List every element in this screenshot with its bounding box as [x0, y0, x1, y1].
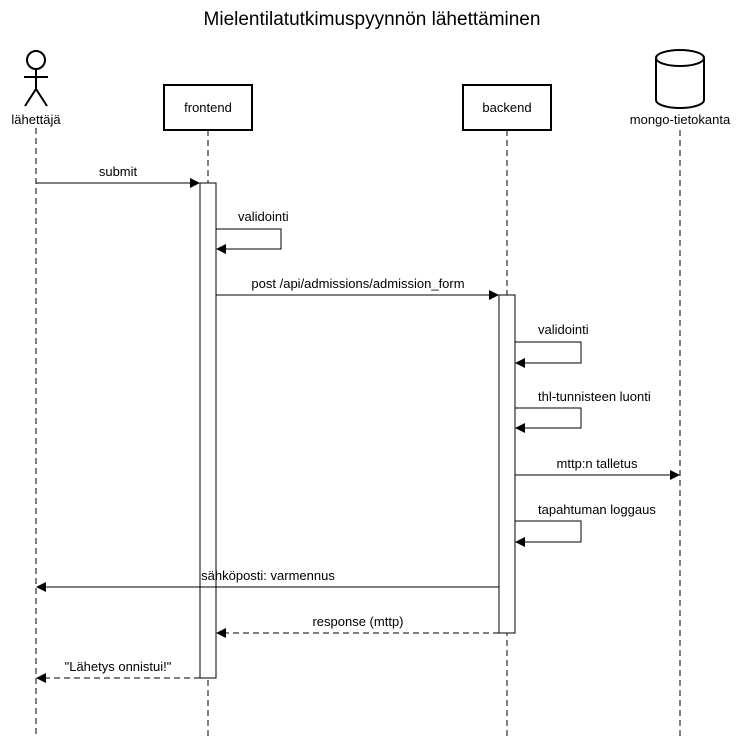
message-submit-label: submit [99, 164, 138, 179]
actor-icon [24, 50, 48, 107]
message-store-label: mttp:n talletus [557, 456, 638, 471]
database-icon [655, 49, 705, 109]
message-post-label: post /api/admissions/admission_form [251, 276, 464, 291]
participant-backend-box [462, 84, 552, 131]
message-be-validation-arrow [515, 341, 582, 368]
message-response-label: response (mttp) [312, 614, 403, 629]
message-fe-validation-label: validointi [238, 209, 289, 224]
message-success-label: "Lähetys onnistui!" [65, 659, 172, 674]
message-be-validation-label: validointi [538, 322, 589, 337]
participant-db-label: mongo-tietokanta [630, 112, 731, 127]
message-thl-id-label: thl-tunnisteen luonti [538, 389, 651, 404]
participant-sender-label: lähettäjä [11, 112, 61, 127]
diagram-title: Mielentilatutkimuspyynnön lähettäminen [204, 9, 541, 30]
activation-backend [498, 294, 516, 634]
participant-backend-label: backend [482, 100, 531, 115]
message-fe-validation-arrow [216, 228, 282, 254]
message-email-label: sähköposti: varmennus [201, 568, 335, 583]
participant-frontend-label: frontend [184, 100, 232, 115]
activation-frontend [199, 182, 217, 679]
message-log-label: tapahtuman loggaus [538, 502, 656, 517]
message-thl-id-arrow [515, 407, 582, 433]
message-log-arrow [515, 520, 582, 547]
participant-frontend-box [163, 84, 253, 131]
